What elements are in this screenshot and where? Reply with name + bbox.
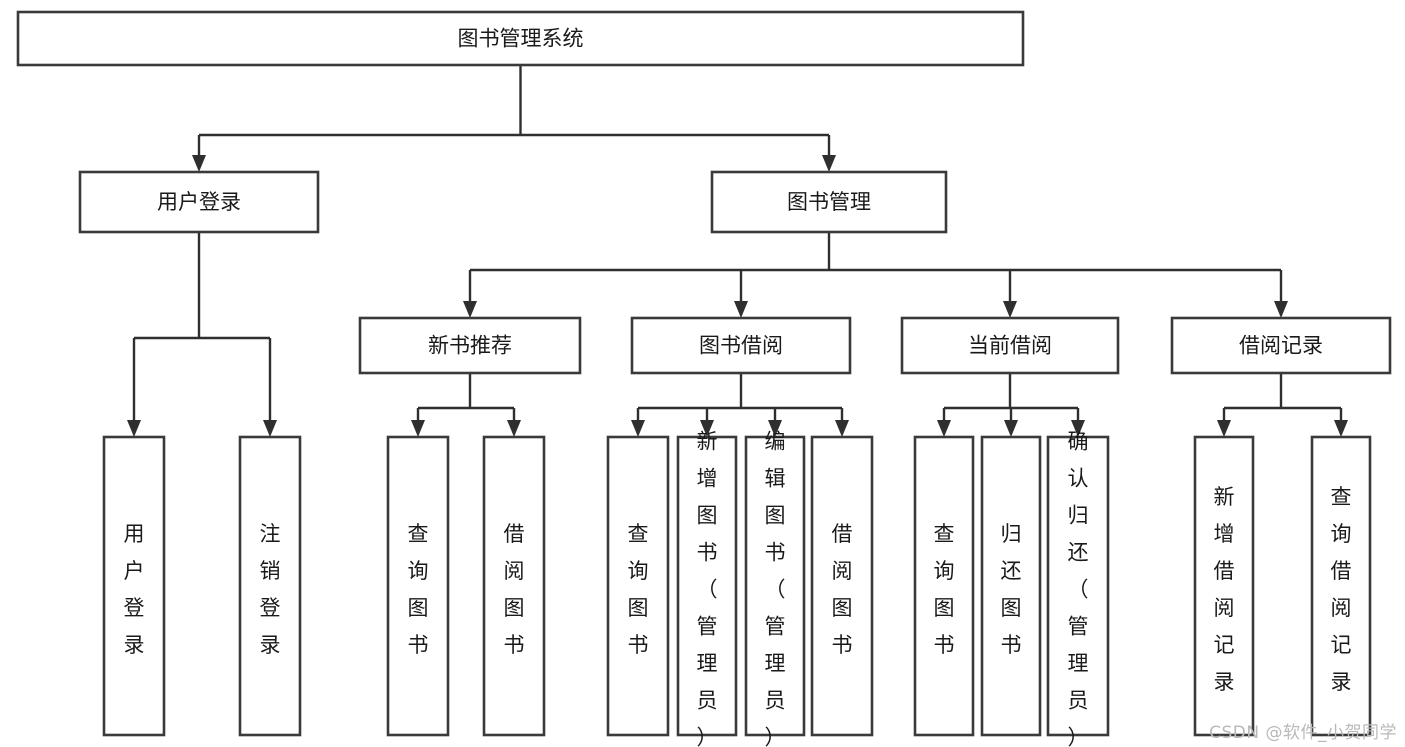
node-box-leaf-query-record[interactable] xyxy=(1310,435,1372,737)
node-leaf-add-book[interactable]: 新增图书（管理员） xyxy=(676,429,738,747)
arrow-head-leaf_query_book_2 xyxy=(631,420,645,437)
node-leaf-query-record[interactable]: 查询借阅记录 xyxy=(1310,435,1372,737)
node-box-user-login[interactable] xyxy=(78,170,320,234)
node-root[interactable]: 图书管理系统 xyxy=(16,10,1025,67)
node-label-current-borrow: 当前借阅 xyxy=(968,334,1052,358)
node-label-borrow-record: 借阅记录 xyxy=(1239,334,1323,358)
node-box-new-book-rec[interactable] xyxy=(358,316,582,375)
arrow-head-leaf_add_record xyxy=(1217,420,1231,437)
node-box-leaf-edit-book[interactable] xyxy=(744,435,806,737)
node-label-leaf-query-book-3: 查询图书 xyxy=(934,522,955,657)
connector-layer xyxy=(127,65,1348,437)
node-current-borrow[interactable]: 当前借阅 xyxy=(900,316,1120,375)
node-leaf-edit-book[interactable]: 编辑图书（管理员） xyxy=(744,429,806,747)
arrow-head-leaf_query_book_1 xyxy=(411,420,425,437)
node-box-leaf-user-login[interactable] xyxy=(102,435,166,737)
node-box-leaf-add-record[interactable] xyxy=(1193,435,1255,737)
node-box-leaf-confirm-return[interactable] xyxy=(1046,435,1110,737)
node-box-current-borrow[interactable] xyxy=(900,316,1120,375)
node-book-borrow[interactable]: 图书借阅 xyxy=(630,316,852,375)
node-label-leaf-confirm-return: 确认归还（管理员） xyxy=(1068,429,1089,747)
node-box-leaf-query-book-2[interactable] xyxy=(606,435,670,737)
node-leaf-query-book-1[interactable]: 查询图书 xyxy=(386,435,450,737)
node-leaf-confirm-return[interactable]: 确认归还（管理员） xyxy=(1046,429,1110,747)
node-label-leaf-edit-book: 编辑图书（管理员） xyxy=(765,429,786,747)
node-leaf-query-book-2[interactable]: 查询图书 xyxy=(606,435,670,737)
arrow-head-leaf_return_book xyxy=(1004,420,1018,437)
arrow-head-leaf_logout xyxy=(263,420,277,437)
node-box-leaf-query-book-1[interactable] xyxy=(386,435,450,737)
node-label-leaf-add-book: 新增图书（管理员） xyxy=(697,429,718,747)
node-box-leaf-borrow-book-2[interactable] xyxy=(810,435,874,737)
arrow-head-book_borrow xyxy=(734,301,748,318)
node-label-leaf-user-login: 用户登录 xyxy=(124,522,145,657)
node-box-borrow-record[interactable] xyxy=(1170,316,1392,375)
node-leaf-logout[interactable]: 注销登录 xyxy=(238,435,302,737)
node-leaf-borrow-book-2[interactable]: 借阅图书 xyxy=(810,435,874,737)
arrow-head-book_manage xyxy=(822,155,836,172)
node-leaf-user-login[interactable]: 用户登录 xyxy=(102,435,166,737)
node-label-leaf-query-record: 查询借阅记录 xyxy=(1331,485,1352,694)
watermark-text: CSDN @软件_小贺同学 xyxy=(1209,723,1397,743)
node-box-leaf-add-book[interactable] xyxy=(676,435,738,737)
node-label-user-login: 用户登录 xyxy=(157,190,241,214)
node-label-leaf-query-book-2: 查询图书 xyxy=(628,522,649,657)
node-leaf-return-book[interactable]: 归还图书 xyxy=(980,435,1042,737)
arrow-head-leaf_edit_book xyxy=(768,420,782,437)
node-layer: 图书管理系统用户登录图书管理新书推荐图书借阅当前借阅借阅记录用户登录注销登录查询… xyxy=(16,10,1392,747)
node-box-book-borrow[interactable] xyxy=(630,316,852,375)
node-label-book-borrow: 图书借阅 xyxy=(699,334,783,358)
arrow-head-leaf_user_login xyxy=(127,420,141,437)
node-label-leaf-return-book: 归还图书 xyxy=(1001,522,1022,657)
arrow-head-current_borrow xyxy=(1003,301,1017,318)
arrow-head-borrow_record xyxy=(1274,301,1288,318)
node-borrow-record[interactable]: 借阅记录 xyxy=(1170,316,1392,375)
node-leaf-add-record[interactable]: 新增借阅记录 xyxy=(1193,435,1255,737)
node-box-leaf-return-book[interactable] xyxy=(980,435,1042,737)
arrow-head-leaf_borrow_book_2 xyxy=(835,420,849,437)
arrow-head-leaf_confirm_return xyxy=(1071,420,1085,437)
node-label-leaf-logout: 注销登录 xyxy=(260,522,281,657)
node-box-leaf-query-book-3[interactable] xyxy=(913,435,975,737)
arrow-head-leaf_add_book xyxy=(700,420,714,437)
node-box-leaf-logout[interactable] xyxy=(238,435,302,737)
node-book-manage[interactable]: 图书管理 xyxy=(710,170,948,234)
arrow-head-leaf_query_record xyxy=(1334,420,1348,437)
arrow-head-leaf_borrow_book_1 xyxy=(507,420,521,437)
node-label-new-book-rec: 新书推荐 xyxy=(428,334,512,358)
node-new-book-rec[interactable]: 新书推荐 xyxy=(358,316,582,375)
node-label-root: 图书管理系统 xyxy=(458,27,584,51)
node-label-leaf-query-book-1: 查询图书 xyxy=(408,522,429,657)
arrow-head-user_login xyxy=(192,155,206,172)
node-leaf-borrow-book-1[interactable]: 借阅图书 xyxy=(482,435,546,737)
node-box-leaf-borrow-book-1[interactable] xyxy=(482,435,546,737)
arrow-head-leaf_query_book_3 xyxy=(937,420,951,437)
arrow-head-new_book_rec xyxy=(463,301,477,318)
node-leaf-query-book-3[interactable]: 查询图书 xyxy=(913,435,975,737)
node-box-root[interactable] xyxy=(16,10,1025,67)
node-label-leaf-add-record: 新增借阅记录 xyxy=(1214,485,1235,694)
node-label-book-manage: 图书管理 xyxy=(787,190,871,214)
node-user-login[interactable]: 用户登录 xyxy=(78,170,320,234)
node-label-leaf-borrow-book-2: 借阅图书 xyxy=(832,522,853,657)
node-box-book-manage[interactable] xyxy=(710,170,948,234)
node-label-leaf-borrow-book-1: 借阅图书 xyxy=(504,522,525,657)
